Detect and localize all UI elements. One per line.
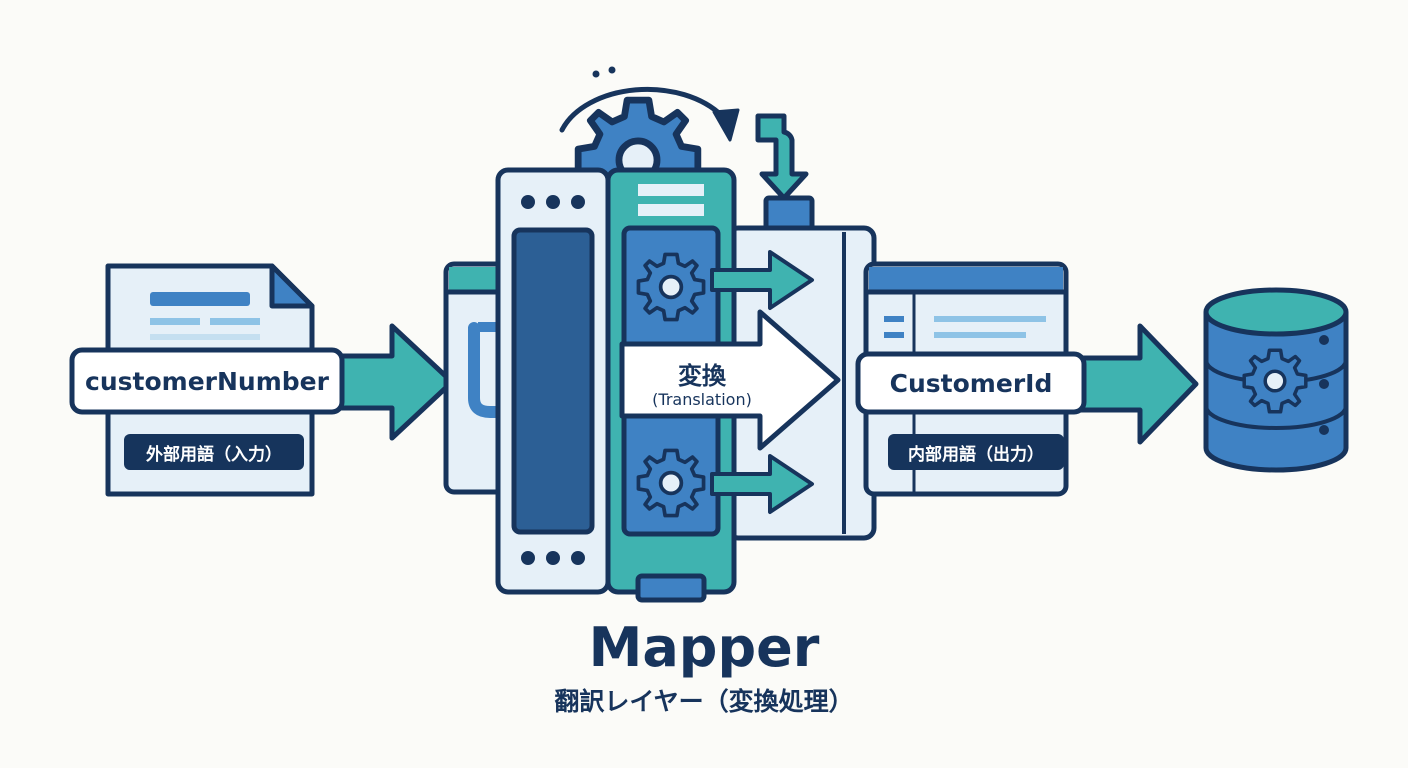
output-term-badge: 内部用語（出力） [888,434,1064,470]
mapper-machine [443,66,877,603]
mapper-title: Mapper [588,616,820,679]
input-term-box [69,347,345,415]
down-arrow [755,113,809,201]
output-term-label: CustomerId [889,368,1053,398]
lower-small-arrow [710,454,814,514]
upper-small-arrow [710,250,814,310]
input-term-badge: 外部用語（入力） [124,434,304,470]
database-gear-icon [1203,287,1349,473]
lower-gear-icon [636,448,706,518]
translation-arrow [619,309,841,451]
translation-label-en: (Translation) [652,390,752,409]
mapper-subtitle: 翻訳レイヤー（変換処理） [554,687,854,716]
translation-label-jp: 変換 [678,362,726,390]
upper-gear-icon [636,252,706,322]
input-arrow [327,323,455,441]
output-arrow [1075,323,1199,445]
input-term-label: customerNumber [85,366,329,396]
output-term-box [855,351,1087,415]
rotation-arrow-icon [559,86,725,133]
